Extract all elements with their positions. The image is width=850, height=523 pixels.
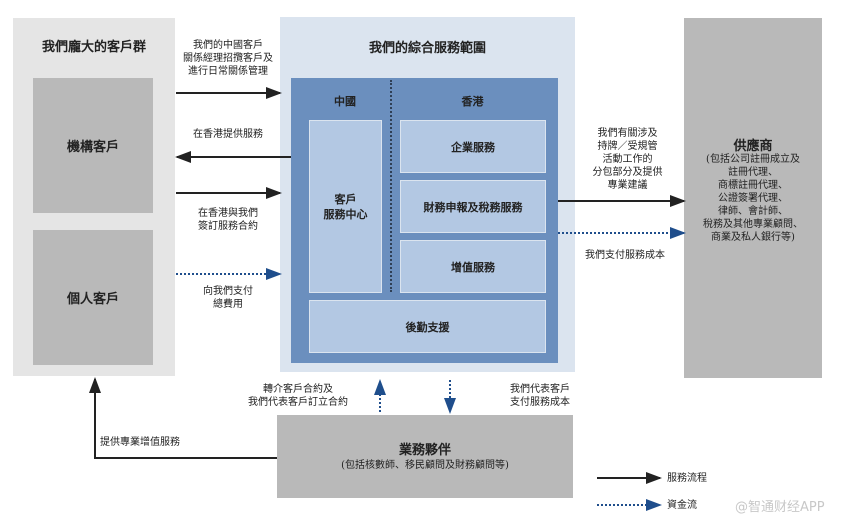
text-line: 支付服務成本: [510, 397, 570, 408]
corporate-services-label: 企業服務: [451, 140, 495, 154]
clients-panel: 我們龐大的客戶群 機構客戶 個人客戶: [13, 18, 175, 376]
region-divider: [390, 80, 392, 292]
legend-service-flow: 服務流程: [667, 473, 707, 484]
tax-services-label: 財務申報及稅務服務: [423, 200, 523, 214]
text-line: 我們代表客戶訂立合約: [248, 397, 348, 408]
institutional-clients-label: 機構客戶: [66, 140, 119, 155]
partner-title: 業務夥伴: [398, 443, 451, 458]
text-line: 分包部分及提供: [592, 167, 663, 178]
text-line: 總費用: [213, 299, 243, 310]
text-line: 商標註冊代理、: [718, 180, 788, 191]
logistics-support-label: 後勤支援: [405, 320, 450, 334]
flow-label-total-fees: 向我們支付 總費用: [176, 285, 280, 311]
individual-clients-box: 個人客戶: [33, 230, 153, 365]
value-added-services-label: 增值服務: [451, 260, 495, 274]
customer-service-center-box: 客戶 服務中心: [309, 120, 382, 293]
text-line: 轉介客戶合約及: [263, 384, 333, 395]
text-line: 進行日常關係管理: [188, 66, 268, 77]
text-line: 公證簽署代理、: [718, 193, 788, 204]
institutional-clients-box: 機構客戶: [33, 78, 153, 213]
hongkong-label: 香港: [461, 95, 484, 108]
arrow-value-added: [89, 377, 277, 459]
flow-label-referral: 轉介客戶合約及 我們代表客戶訂立合約: [228, 383, 368, 409]
individual-clients-label: 個人客戶: [66, 292, 119, 307]
flow-label-relationship: 我們的中國客戶 關係經理招攬客戶及 進行日常關係管理: [176, 39, 280, 78]
text-line: 在香港與我們: [198, 208, 258, 219]
text-line: 我們代表客戶: [510, 384, 570, 395]
flow-label-value-added: 提供專業增值服務: [100, 437, 180, 448]
logistics-support-box: 後勤支援: [309, 300, 546, 353]
services-inner: 中國 香港 客戶 服務中心 企業服務 財務申報及稅務服務 增值服務 後勤支援: [291, 78, 558, 363]
flow-label-hk-service: 在香港提供服務: [193, 129, 263, 140]
text-line: 律師、會計師、: [718, 206, 788, 217]
text-line: (包括公司註冊成立及: [706, 154, 800, 165]
value-added-services-box: 增值服務: [400, 240, 546, 293]
legend-fund-flow: 資金流: [667, 500, 697, 511]
clients-title: 我們龐大的客戶群: [41, 40, 146, 55]
tax-services-box: 財務申報及稅務服務: [400, 180, 546, 233]
flow-label-contract: 在香港與我們 簽訂服務合約: [176, 207, 280, 233]
services-title: 我們的綜合服務範圍: [368, 41, 486, 56]
text-line: 持牌／受規管: [597, 141, 658, 152]
business-partner-panel: 業務夥伴 (包括核數師、移民顧問及財務顧問等): [277, 415, 573, 498]
text-line: 專業建議: [607, 180, 648, 191]
supplier-title: 供應商: [733, 139, 773, 154]
text-line: 關係經理招攬客戶及: [183, 53, 273, 64]
text-line: 註冊代理、: [728, 167, 778, 178]
text-line: 服務中心: [323, 207, 368, 221]
text-line: 活動工作的: [602, 154, 653, 165]
china-label: 中國: [334, 95, 356, 108]
text-line: 簽訂服務合約: [198, 221, 258, 232]
flow-label-pay-cost: 我們支付服務成本: [585, 250, 665, 261]
corporate-services-box: 企業服務: [400, 120, 546, 173]
text-line: 稅務及其他專業顧問、: [703, 219, 803, 230]
partner-details: (包括核數師、移民顧問及財務顧問等): [341, 460, 509, 471]
watermark: @智通财经APP: [735, 500, 825, 515]
text-line: 向我們支付: [203, 286, 253, 297]
text-line: 客戶: [334, 192, 357, 206]
flow-label-subcontract: 我們有關涉及 持牌／受規管 活動工作的 分包部分及提供 專業建議: [575, 127, 680, 192]
supplier-details: (包括公司註冊成立及 註冊代理、 商標註冊代理、 公證簽署代理、 律師、會計師、…: [684, 153, 822, 244]
text-line: 我們的中國客戶: [193, 40, 263, 51]
text-line: 商業及私人銀行等): [711, 232, 795, 243]
supplier-panel: 供應商 (包括公司註冊成立及 註冊代理、 商標註冊代理、 公證簽署代理、 律師、…: [684, 18, 822, 378]
text-line: 我們有關涉及: [597, 128, 658, 139]
flow-label-pay-on-behalf: 我們代表客戶 支付服務成本: [495, 383, 585, 409]
